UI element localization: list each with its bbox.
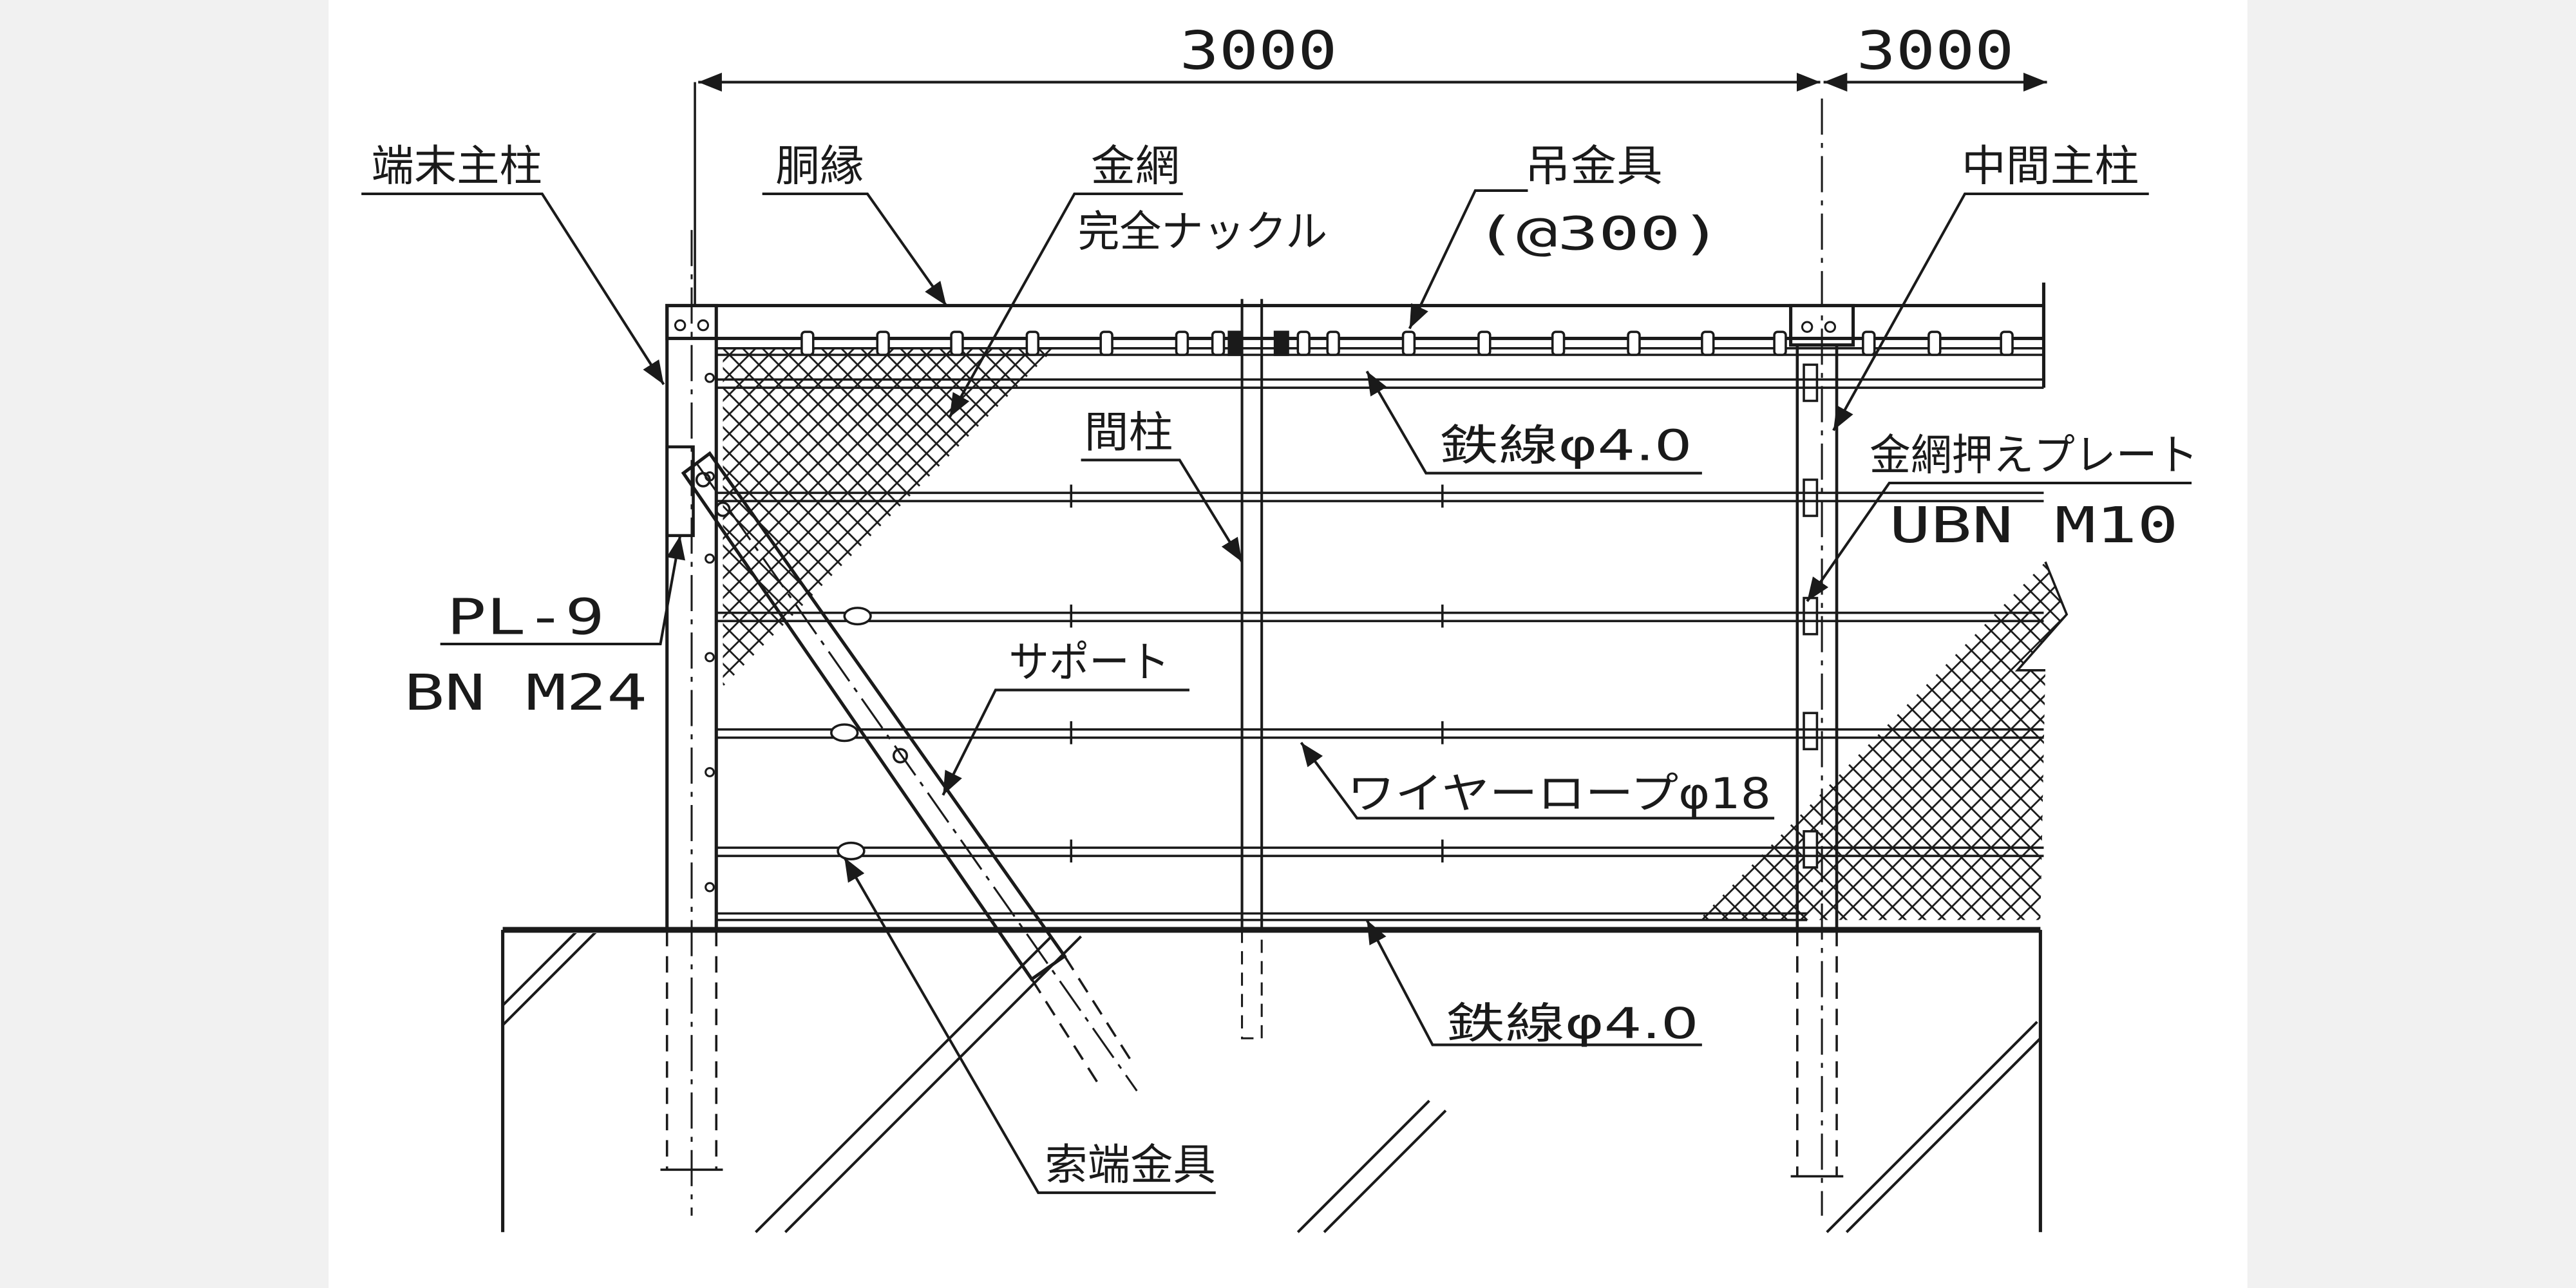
- label-bolt: BN M24: [404, 665, 648, 722]
- labels: 3000 3000 端末主柱 胴縁 金網 完全ナックル 吊金具 (@300) 中…: [372, 21, 2199, 1189]
- label-rope-end: 索端金具: [1045, 1140, 1215, 1190]
- label-end-post: 端末主柱: [372, 141, 542, 191]
- dim-span-1: 3000: [1180, 21, 1338, 82]
- hanger-clips: [800, 330, 2014, 356]
- label-hanger-pitch: (@300): [1475, 207, 1722, 261]
- label-intermediate-post: 間柱: [1084, 407, 1173, 457]
- label-mesh-plate: 金網押えプレート: [1870, 430, 2198, 480]
- ground-section: [501, 927, 2042, 1233]
- label-ubn: UBN M10: [1889, 497, 2179, 554]
- label-hanger: 吊金具: [1524, 141, 1662, 191]
- label-rail: 胴縁: [775, 141, 864, 191]
- label-knuckle: 完全ナックル: [1077, 207, 1327, 257]
- label-middle-post: 中間主柱: [1962, 141, 2139, 191]
- intermediate-post: [1240, 299, 1264, 1039]
- label-wire-bottom: 鉄線φ4.0: [1446, 998, 1699, 1048]
- label-mesh: 金網: [1091, 141, 1180, 191]
- leader-lines: [361, 189, 2192, 1195]
- label-plate: PL-9: [447, 589, 605, 647]
- end-main-post: [660, 230, 723, 1216]
- middle-main-post: [1789, 99, 1855, 1216]
- dim-span-2: 3000: [1857, 21, 2014, 82]
- support-brace: [681, 451, 1138, 1092]
- label-wire-rope: ワイヤーロープφ18: [1347, 768, 1771, 819]
- label-wire-top: 鉄線φ4.0: [1439, 420, 1692, 470]
- label-support: サポート: [1009, 637, 1170, 687]
- dimension-line: [694, 72, 2047, 306]
